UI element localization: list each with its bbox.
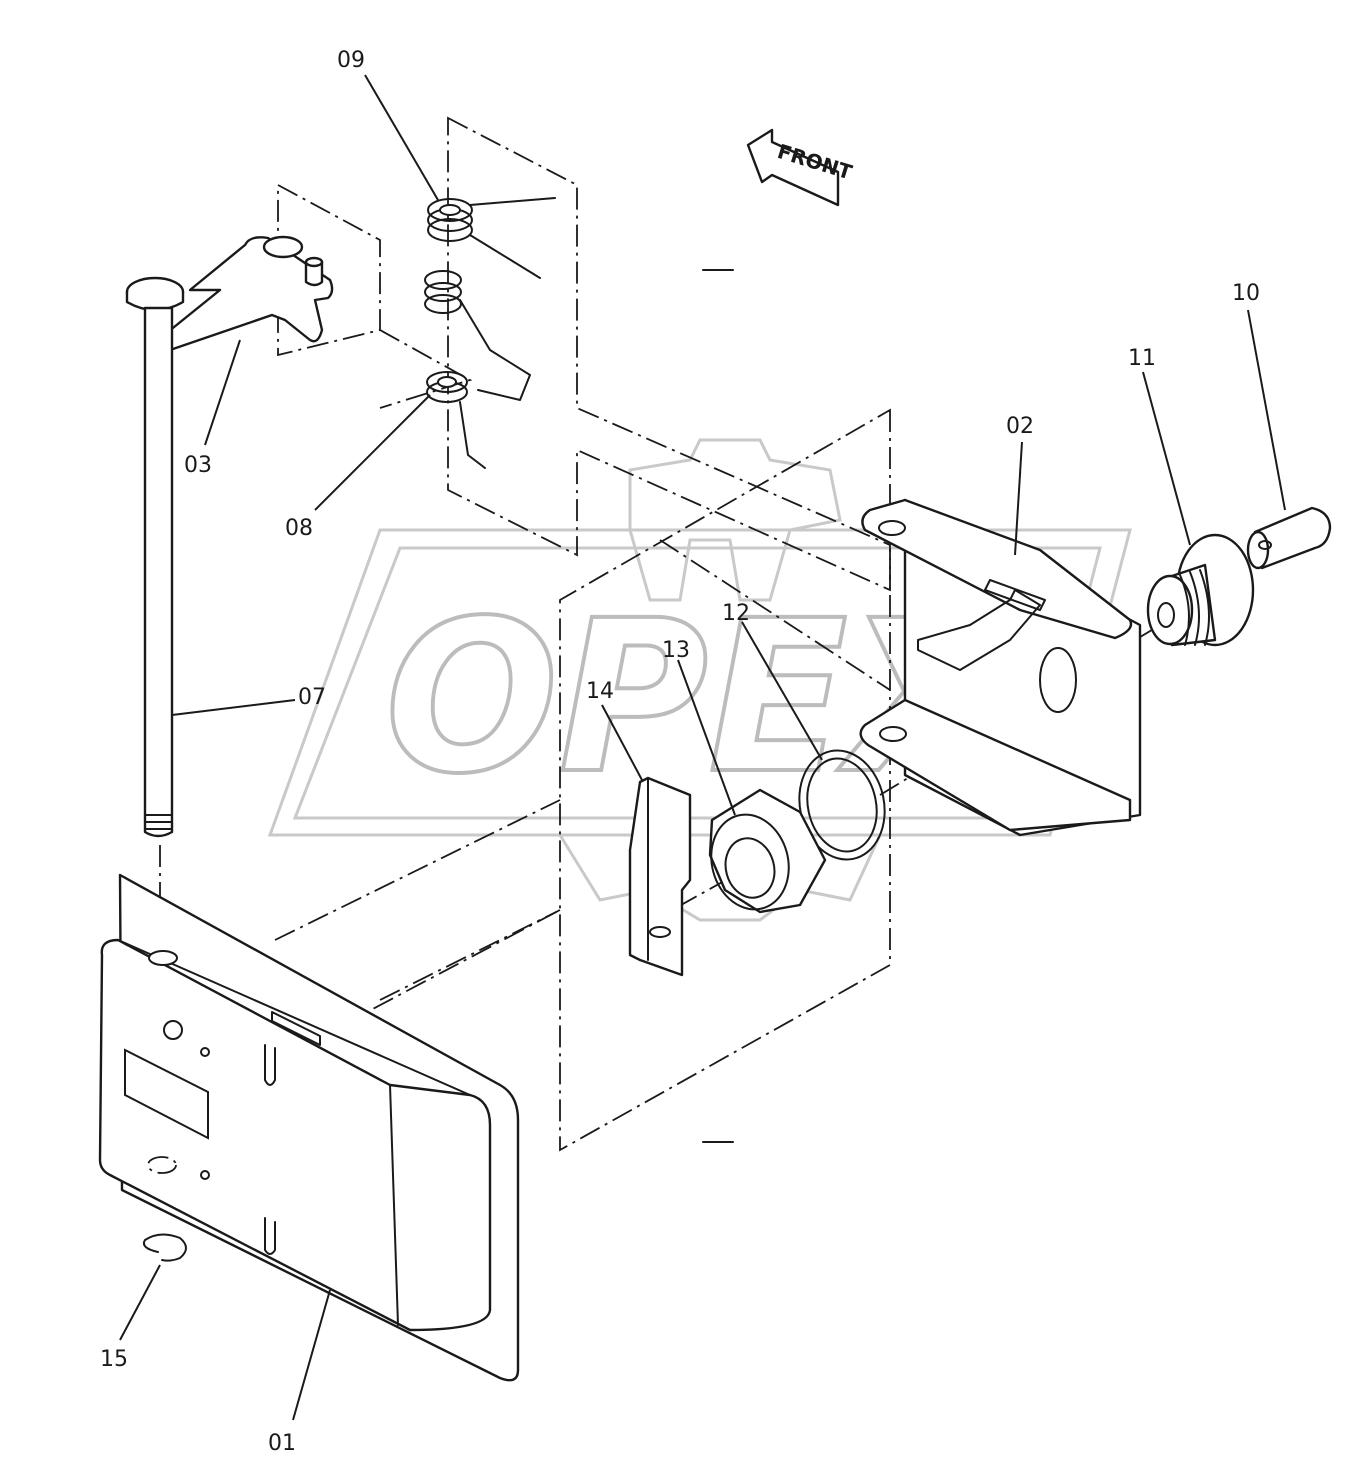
spring-mid-coil-3: [424, 294, 462, 314]
part-14-lock-plate: [628, 776, 692, 977]
lock-plate-slot: [649, 926, 671, 938]
spring-upper-leg-1: [469, 197, 556, 206]
leader-15: [119, 1264, 161, 1341]
callout-08: 08: [285, 516, 313, 541]
cover-pin-hole-bottom: [147, 1156, 177, 1174]
cover-small-hole-2: [200, 1170, 210, 1180]
guide-main-box: [559, 408, 891, 1152]
bracket-top-hole: [878, 520, 906, 536]
part-02-bracket: [859, 498, 1142, 837]
part-11-fitting: [1146, 533, 1255, 647]
front-direction-arrow: FRONT: [746, 128, 855, 207]
spring-lower-eye: [437, 376, 457, 388]
nut-face: [710, 813, 790, 911]
callout-13: 13: [662, 638, 690, 663]
callout-01: 01: [268, 1431, 296, 1456]
spring-upper-coil-1: [427, 198, 473, 222]
marker-dashes: [702, 269, 734, 1143]
cover-notch-1: [264, 1044, 276, 1086]
plug-slot: [1258, 540, 1272, 550]
leader-13: [677, 659, 736, 816]
snap-ring-shape: [142, 1233, 187, 1262]
guide-upper-box: [659, 539, 891, 691]
bracket-bottom-tab: [859, 698, 1132, 832]
fitting-thread-1: [1179, 574, 1190, 646]
callout-12: 12: [722, 601, 750, 626]
leader-12: [741, 621, 823, 761]
cover-top-edge: [117, 939, 471, 1096]
leader-07: [171, 699, 296, 716]
watermark-gear-outline: [628, 438, 842, 602]
spring-upper-eye: [439, 204, 461, 216]
leader-lines: [119, 74, 1286, 1421]
bracket-inner-lever: [917, 589, 1041, 671]
part-01-cover: [98, 873, 520, 1382]
leader-08: [314, 394, 431, 511]
spring-mid-coil-1: [424, 270, 462, 290]
part-07-pin: [125, 276, 185, 838]
pin-shaft: [143, 306, 174, 838]
seal-ring-inner: [806, 757, 878, 853]
cover-round-hole: [163, 1020, 183, 1040]
cover-rect-window: [124, 1048, 209, 1140]
bracket-top-tab: [861, 498, 1133, 640]
spring-upper-leg-2: [469, 234, 541, 279]
leader-02: [1014, 441, 1023, 556]
leader-03: [204, 339, 241, 446]
part-13-nut: [708, 788, 827, 914]
part-03-lever: [156, 235, 334, 352]
cover-notch-2: [264, 1217, 276, 1255]
callout-14: 14: [586, 679, 614, 704]
leader-11: [1142, 371, 1191, 546]
watermark-gear-bottom: [558, 834, 882, 922]
spring-lower-coil-1: [426, 371, 468, 393]
lock-plate-body: [628, 776, 692, 977]
cover-small-hole-1: [200, 1047, 210, 1057]
leader-14: [601, 704, 643, 781]
lever-pin-top: [304, 256, 324, 268]
part-09-spring-upper: [427, 197, 556, 279]
callout-02: 02: [1006, 414, 1034, 439]
bracket-bottom-hole: [879, 726, 907, 742]
bracket-inner-slot: [984, 579, 1046, 611]
guide-lever-frame-2: [379, 329, 473, 409]
part-10-plug: [1246, 506, 1332, 570]
nut-bore: [724, 837, 776, 899]
fitting-thread-3: [1199, 569, 1210, 646]
leader-01: [292, 1289, 331, 1421]
guide-spring-frame: [447, 116, 891, 592]
callout-labels: 01 02 03 07 08 09 10 11 12 13 14 15: [100, 48, 1260, 1456]
spring-upper-coil-3: [427, 218, 473, 242]
callout-11: 11: [1128, 346, 1156, 371]
fitting-thread-2: [1189, 571, 1200, 646]
callout-03: 03: [184, 453, 212, 478]
cover-slot: [271, 1011, 321, 1046]
part-15-snap-ring: [142, 1233, 187, 1262]
lever-pin: [304, 260, 324, 287]
callout-10: 10: [1232, 281, 1260, 306]
leader-10: [1247, 309, 1286, 511]
callout-09: 09: [337, 48, 365, 73]
front-arrow-icon: [746, 128, 840, 207]
cover-fold: [389, 1084, 399, 1326]
part-08-spring-lower: [424, 270, 531, 469]
fitting-bore: [1157, 602, 1175, 628]
bracket-side-opening: [1039, 647, 1077, 713]
leader-09: [364, 74, 439, 201]
lever-boss: [262, 235, 304, 259]
guide-cover-link-2: [379, 909, 561, 1001]
spring-mid-leg: [459, 299, 531, 401]
cover-body: [98, 938, 492, 1332]
spring-lower-leg: [459, 401, 486, 469]
guide-cover-link: [274, 799, 561, 941]
callout-07: 07: [298, 685, 326, 710]
spring-mid-coil-2: [424, 282, 462, 302]
cover-pin-hole-top: [148, 950, 178, 966]
callout-15: 15: [100, 1347, 128, 1372]
